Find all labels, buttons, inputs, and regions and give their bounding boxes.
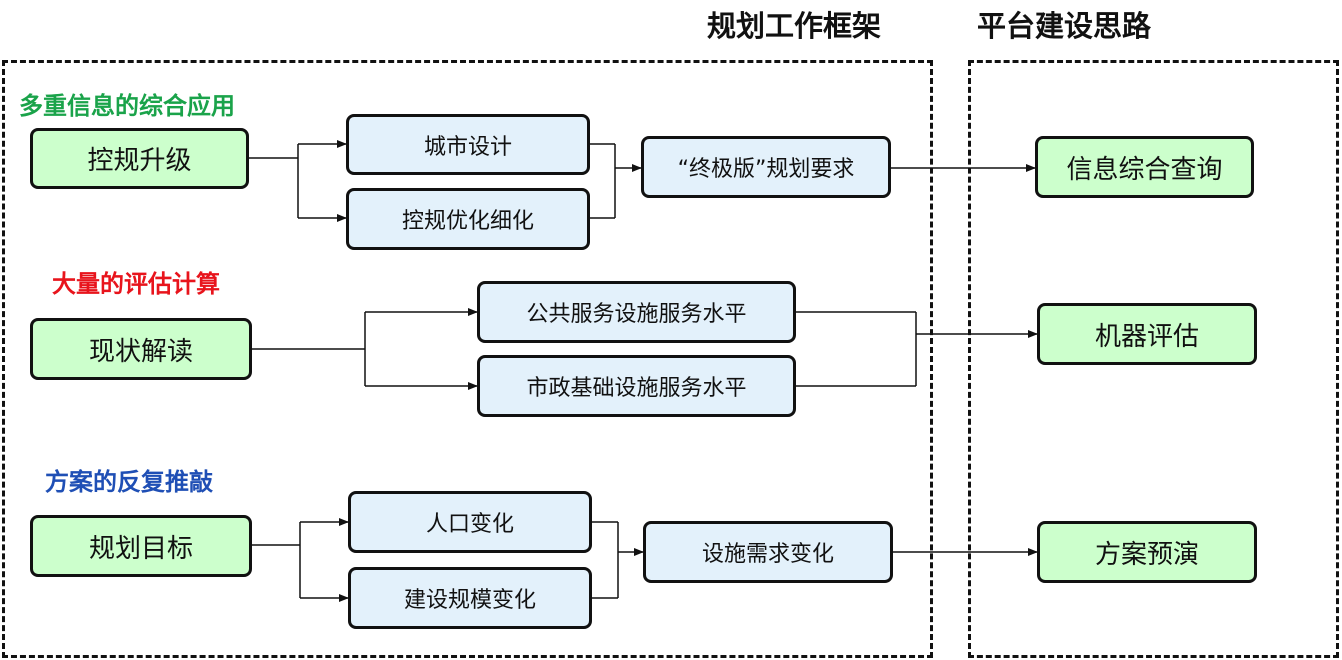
platform-frame: [968, 60, 1339, 658]
box-municipal-infra: 市政基础设施服务水平: [477, 355, 796, 417]
framework-frame: [2, 60, 933, 658]
box-facility-demand: 设施需求变化: [643, 521, 893, 583]
box-population-change: 人口变化: [348, 491, 592, 553]
box-kongui-optimize: 控规优化细化: [346, 188, 590, 250]
box-construction-scale: 建设规模变化: [348, 567, 592, 629]
section-label-info: 多重信息的综合应用: [19, 92, 235, 120]
box-plan-target: 规划目标: [30, 515, 252, 577]
connector-merge-3: [592, 521, 619, 599]
box-kongui-upgrade: 控规升级: [30, 128, 249, 189]
connector-kongui-split: [249, 144, 299, 218]
connector-status-split: [252, 312, 366, 386]
heading-framework: 规划工作框架: [707, 9, 882, 43]
box-info-query: 信息综合查询: [1035, 136, 1254, 198]
connector-merge-2: [796, 311, 917, 387]
section-label-eval: 大量的评估计算: [52, 270, 220, 298]
box-machine-eval: 机器评估: [1037, 303, 1257, 365]
section-label-scheme: 方案的反复推敲: [45, 468, 213, 496]
connector-target-split: [252, 522, 301, 598]
box-final-requirement: “终极版”规划要求: [641, 136, 891, 198]
box-urban-design: 城市设计: [346, 114, 590, 175]
box-scheme-preview: 方案预演: [1037, 521, 1257, 583]
box-status-reading: 现状解读: [30, 318, 252, 380]
connector-merge-1: [590, 143, 616, 219]
box-public-service: 公共服务设施服务水平: [477, 281, 796, 343]
heading-platform: 平台建设思路: [977, 9, 1152, 43]
